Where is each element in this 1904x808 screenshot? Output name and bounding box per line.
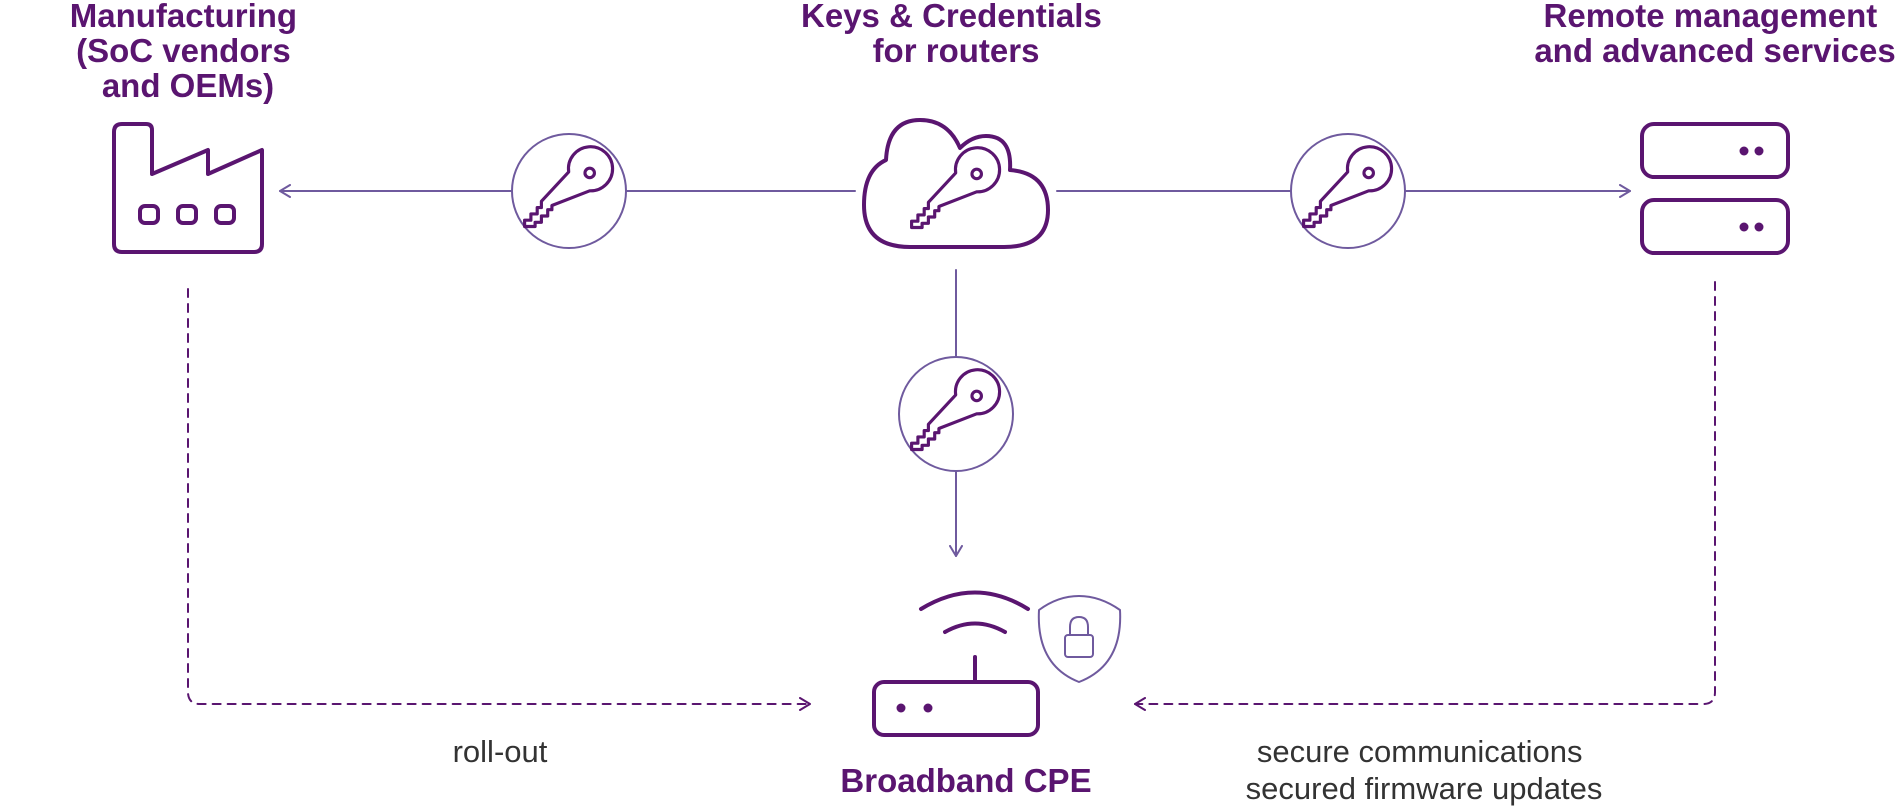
manufacturing-title: Manufacturing (SoC vendors and OEMs) (70, 0, 307, 104)
cpe-title: Broadband CPE (840, 762, 1091, 799)
cloud-key-icon (862, 118, 1050, 249)
factory-icon (112, 122, 264, 254)
router-icon (872, 590, 1040, 737)
secure-label: secure communications secured firmware u… (1246, 734, 1603, 806)
server-icon (1640, 122, 1790, 255)
key-badge-bottom (898, 356, 1014, 472)
shield-lock-icon (1037, 595, 1122, 683)
key-badge-left (511, 133, 627, 249)
secure-dashed-arrow (1134, 281, 1716, 711)
rollout-dashed-arrow (187, 288, 811, 711)
remote-node: Remote management and advanced services (1534, 0, 1896, 255)
remote-title: Remote management and advanced services (1534, 0, 1895, 69)
key-badge-right (1290, 133, 1406, 249)
rollout-label: roll-out (453, 734, 548, 769)
keys-title: Keys & Credentials for routers (801, 0, 1111, 69)
manufacturing-node: Manufacturing (SoC vendors and OEMs) (70, 0, 307, 254)
cpe-node: Broadband CPE (840, 590, 1122, 799)
keys-node: Keys & Credentials for routers (801, 0, 1111, 249)
